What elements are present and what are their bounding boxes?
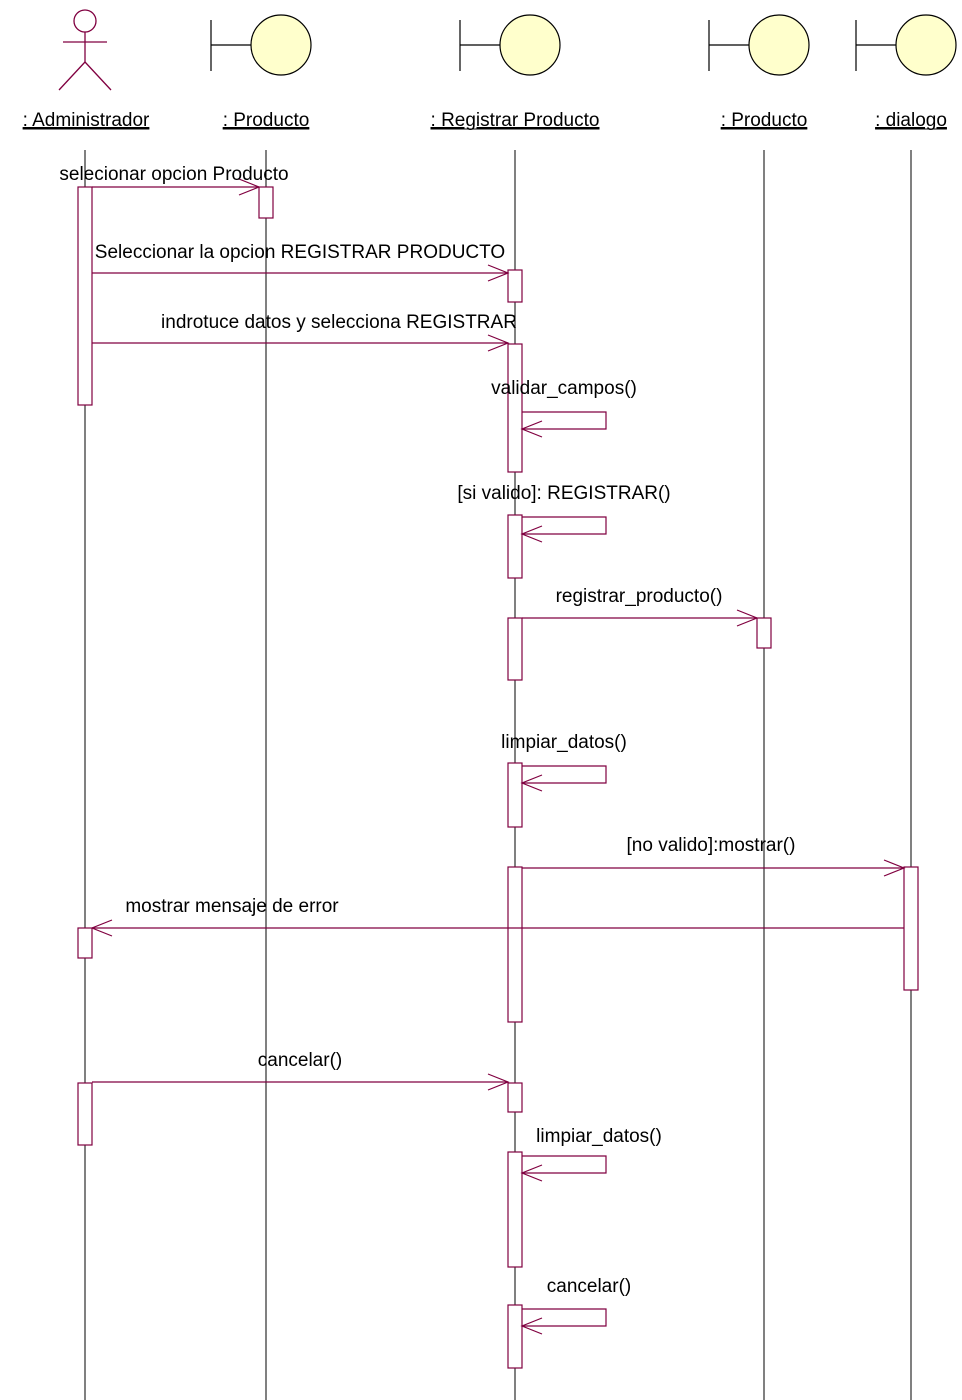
participant-label: : Administrador	[23, 110, 150, 131]
participant-registrar: : Registrar Producto	[430, 14, 600, 131]
participant-administrador: : Administrador	[22, 9, 150, 131]
arrow-head	[90, 919, 113, 937]
self-message-line	[522, 1308, 607, 1327]
message-2: Seleccionar la opcion REGISTRAR PRODUCTO	[92, 242, 510, 282]
arrow-head	[238, 178, 261, 196]
boundary-icon	[210, 14, 312, 76]
boundary-icon	[459, 14, 561, 76]
participant-label: : Producto	[721, 110, 808, 131]
participant-producto_ui: : Producto	[210, 14, 312, 131]
self-message-line	[522, 411, 607, 430]
activation-registrar	[507, 762, 523, 828]
message-10: cancelar()	[92, 1050, 510, 1091]
message-label: [si valido]: REGISTRAR()	[457, 483, 670, 504]
arrow-head	[883, 859, 906, 877]
activation-registrar	[507, 617, 523, 681]
message-9: mostrar mensaje de error	[90, 896, 904, 937]
arrow-head	[736, 609, 759, 627]
arrow-head	[520, 774, 543, 792]
arrow-head	[487, 334, 510, 352]
arrow-head	[487, 264, 510, 282]
arrow-head	[487, 1073, 510, 1091]
message-label: cancelar()	[258, 1050, 342, 1071]
participant-dialogo: : dialogo	[855, 14, 957, 131]
activation-registrar	[507, 1082, 523, 1113]
arrow-head	[520, 420, 543, 438]
message-label: mostrar mensaje de error	[125, 896, 339, 917]
message-label: indrotuce datos y selecciona REGISTRAR	[161, 312, 517, 333]
message-label: validar_campos()	[491, 378, 637, 399]
message-label: limpiar_datos()	[501, 732, 627, 753]
activation-producto_ui	[258, 186, 274, 219]
activation-administrador	[77, 927, 93, 959]
message-label: [no valido]:mostrar()	[627, 835, 796, 856]
self-message-line	[522, 765, 607, 784]
message-3: indrotuce datos y selecciona REGISTRAR	[92, 312, 517, 352]
activation-registrar	[507, 514, 523, 579]
message-5: [si valido]: REGISTRAR()	[457, 483, 671, 543]
message-8: [no valido]:mostrar()	[522, 835, 906, 877]
activation-administrador	[77, 1082, 93, 1146]
message-1: selecionar opcion Producto	[59, 164, 289, 196]
message-11: limpiar_datos()	[520, 1126, 662, 1182]
self-message-line	[522, 1155, 607, 1174]
participant-label: : dialogo	[875, 110, 947, 131]
message-label: selecionar opcion Producto	[59, 164, 288, 185]
arrow-head	[520, 1164, 543, 1182]
participant-label: : Registrar Producto	[431, 110, 600, 131]
activation-registrar	[507, 1304, 523, 1369]
message-7: limpiar_datos()	[501, 732, 627, 792]
actor-icon	[58, 9, 112, 91]
message-4: validar_campos()	[491, 378, 637, 438]
activation-registrar	[507, 866, 523, 1023]
message-6: registrar_producto()	[522, 586, 759, 627]
activation-registrar	[507, 269, 523, 303]
boundary-icon	[855, 14, 957, 76]
message-label: Seleccionar la opcion REGISTRAR PRODUCTO	[95, 242, 505, 263]
activation-dialogo	[903, 866, 919, 991]
arrow-head	[520, 1317, 543, 1335]
message-12: cancelar()	[520, 1276, 631, 1335]
self-message-line	[522, 516, 607, 535]
participant-producto: : Producto	[708, 14, 810, 131]
message-label: limpiar_datos()	[536, 1126, 662, 1147]
activation-producto	[756, 617, 772, 649]
message-label: registrar_producto()	[556, 586, 723, 607]
participant-label: : Producto	[223, 110, 310, 131]
activation-administrador	[77, 186, 93, 406]
message-label: cancelar()	[547, 1276, 631, 1297]
activation-registrar	[507, 1151, 523, 1268]
arrow-head	[520, 525, 543, 543]
activation-registrar	[507, 343, 523, 473]
boundary-icon	[708, 14, 810, 76]
